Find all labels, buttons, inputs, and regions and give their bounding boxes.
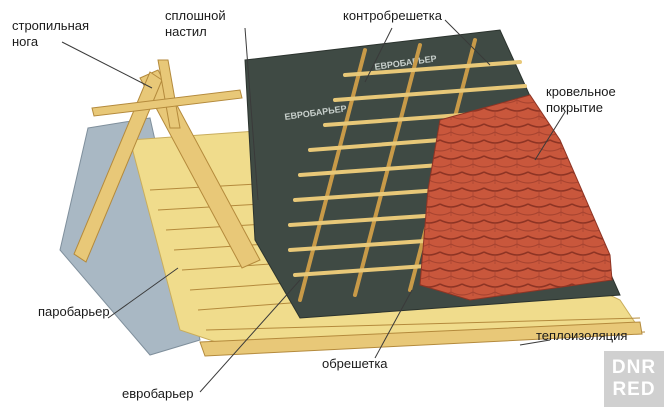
watermark-line2: RED	[612, 379, 656, 400]
label-vapor-barrier: паробарьер	[38, 304, 110, 319]
label-solid-deck: сплошной настил	[165, 8, 226, 40]
label-rafter-leg-line1: стропильная	[12, 18, 90, 33]
label-roof-covering-line2: покрытие	[546, 100, 603, 115]
label-roof-covering-line1: кровельное	[546, 84, 616, 99]
label-batten: обрешетка	[322, 356, 388, 371]
battens	[288, 60, 532, 277]
label-solid-deck-line1: сплошной	[165, 8, 226, 23]
label-roof-covering: кровельное покрытие	[546, 84, 616, 116]
label-eurobarrier: евробарьер	[122, 386, 194, 401]
collar-beam	[91, 89, 243, 117]
label-counter-batten: контробрешетка	[343, 8, 442, 23]
rafter-leg-left	[73, 71, 163, 263]
label-insulation: теплоизоляция	[536, 328, 628, 343]
label-solid-deck-line2: настил	[165, 24, 207, 39]
roof-tiles	[419, 94, 613, 301]
leader-lines	[61, 19, 566, 393]
eaves-board	[199, 321, 643, 357]
label-rafter-leg-line2: нога	[12, 34, 39, 49]
watermark-logo: DNR RED	[604, 351, 664, 407]
label-rafter-leg: стропильная нога	[12, 18, 89, 50]
watermark-line1: DNR	[611, 357, 657, 378]
